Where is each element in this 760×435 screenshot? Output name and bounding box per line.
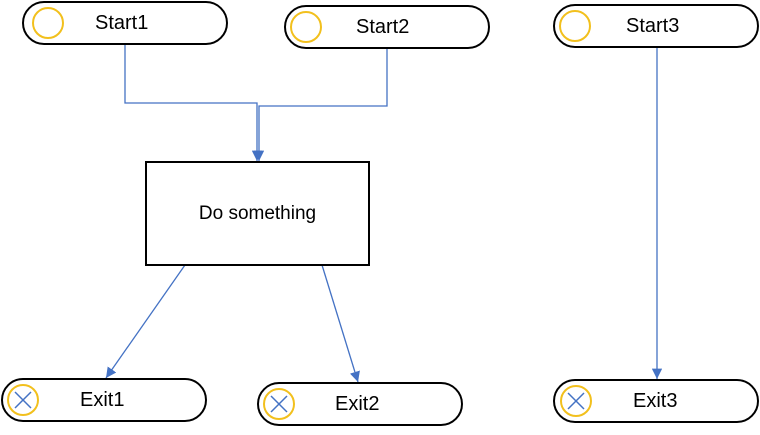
edge-process-to-exit2 xyxy=(321,264,360,383)
start-circle-icon xyxy=(290,11,322,43)
exit3-label: Exit3 xyxy=(633,390,678,412)
exit-cross-circle-icon xyxy=(263,388,295,420)
start2-node[interactable]: Start2 xyxy=(284,5,490,49)
exit-cross-circle-icon xyxy=(7,384,39,416)
edge-start1-to-process xyxy=(124,44,263,161)
start1-node[interactable]: Start1 xyxy=(22,1,228,45)
start-circle-icon xyxy=(32,7,64,39)
start-circle-icon xyxy=(559,10,591,42)
start3-label: Start3 xyxy=(626,15,680,37)
edge-start2-to-process xyxy=(253,48,388,161)
start3-node[interactable]: Start3 xyxy=(553,4,759,48)
exit-cross-circle-icon xyxy=(560,385,592,417)
start2-label: Start2 xyxy=(356,16,410,38)
start1-label: Start1 xyxy=(95,12,149,34)
exit2-node[interactable]: Exit2 xyxy=(257,382,463,426)
exit1-node[interactable]: Exit1 xyxy=(1,378,207,422)
process-node[interactable]: Do something xyxy=(145,161,370,266)
process-label: Do something xyxy=(198,202,317,224)
exit1-label: Exit1 xyxy=(80,389,125,411)
exit3-node[interactable]: Exit3 xyxy=(553,379,759,423)
exit2-label: Exit2 xyxy=(335,393,380,415)
edge-process-to-exit1 xyxy=(105,264,186,379)
